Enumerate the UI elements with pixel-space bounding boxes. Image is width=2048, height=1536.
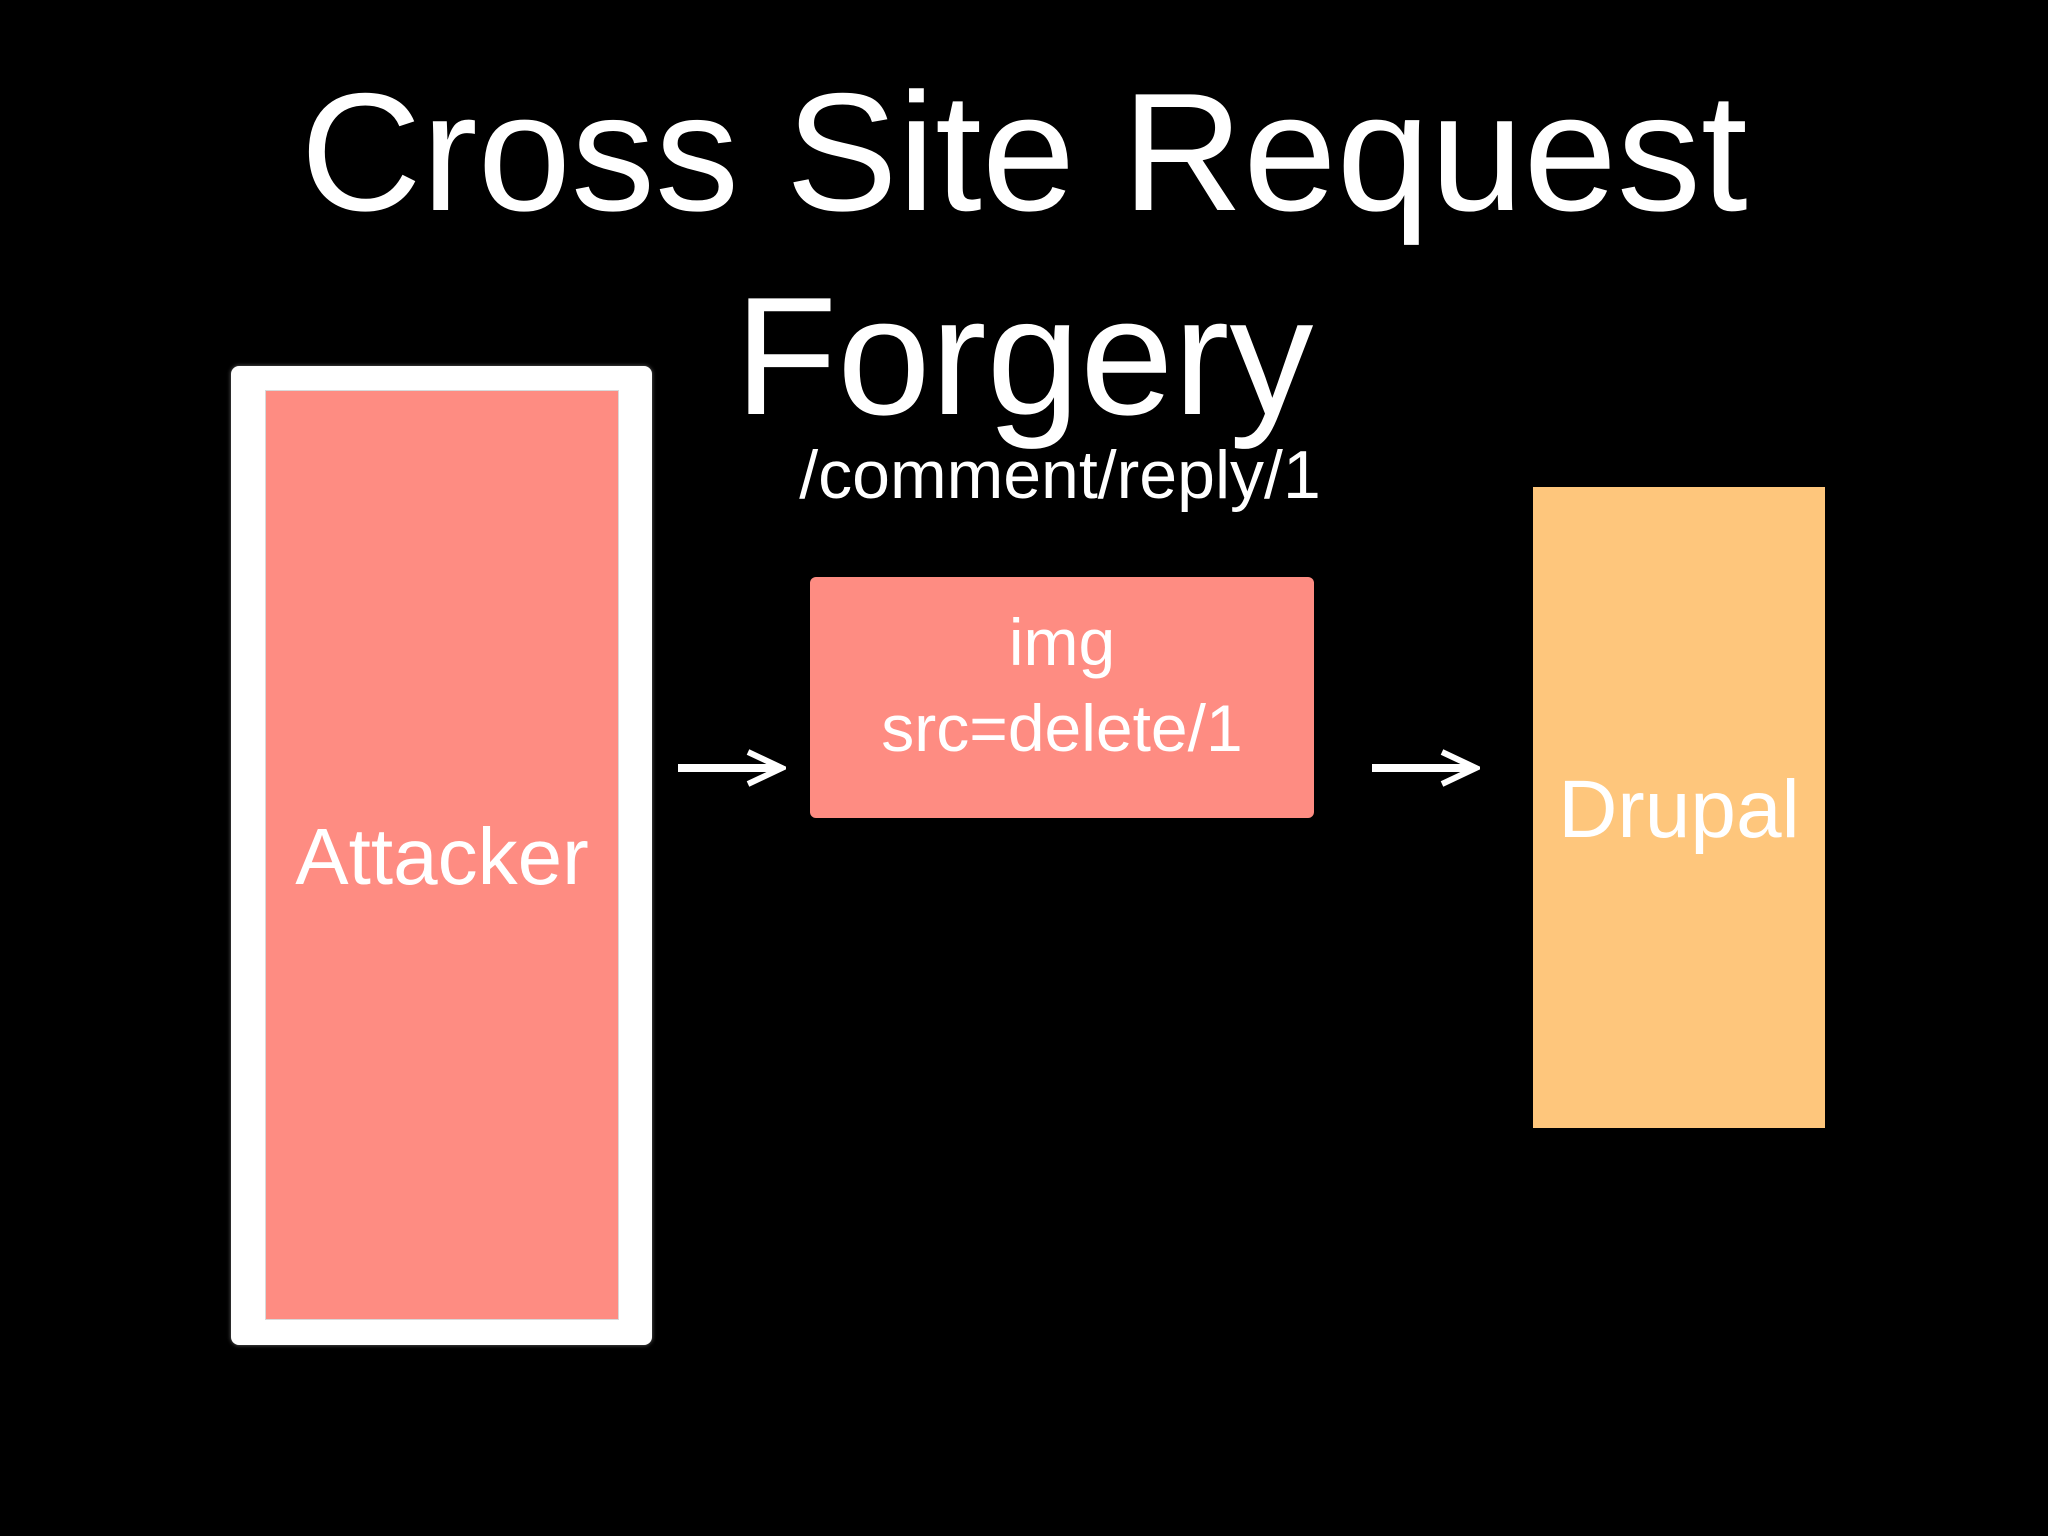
drupal-node: Drupal: [1533, 487, 1825, 1128]
img-label-line-2: src=delete/1: [881, 690, 1243, 765]
attacker-node: Attacker: [265, 390, 619, 1320]
drupal-label: Drupal: [1558, 763, 1800, 855]
arrow-right-icon: [678, 749, 786, 787]
img-node: img src=delete/1: [810, 577, 1314, 818]
attacker-label: Attacker: [295, 812, 589, 901]
img-label-line-1: img: [1008, 604, 1116, 679]
arrow-right-icon: [1372, 749, 1480, 787]
url-label: /comment/reply/1: [799, 437, 1321, 513]
slide-title: Cross Site Request Forgery: [300, 58, 1748, 450]
